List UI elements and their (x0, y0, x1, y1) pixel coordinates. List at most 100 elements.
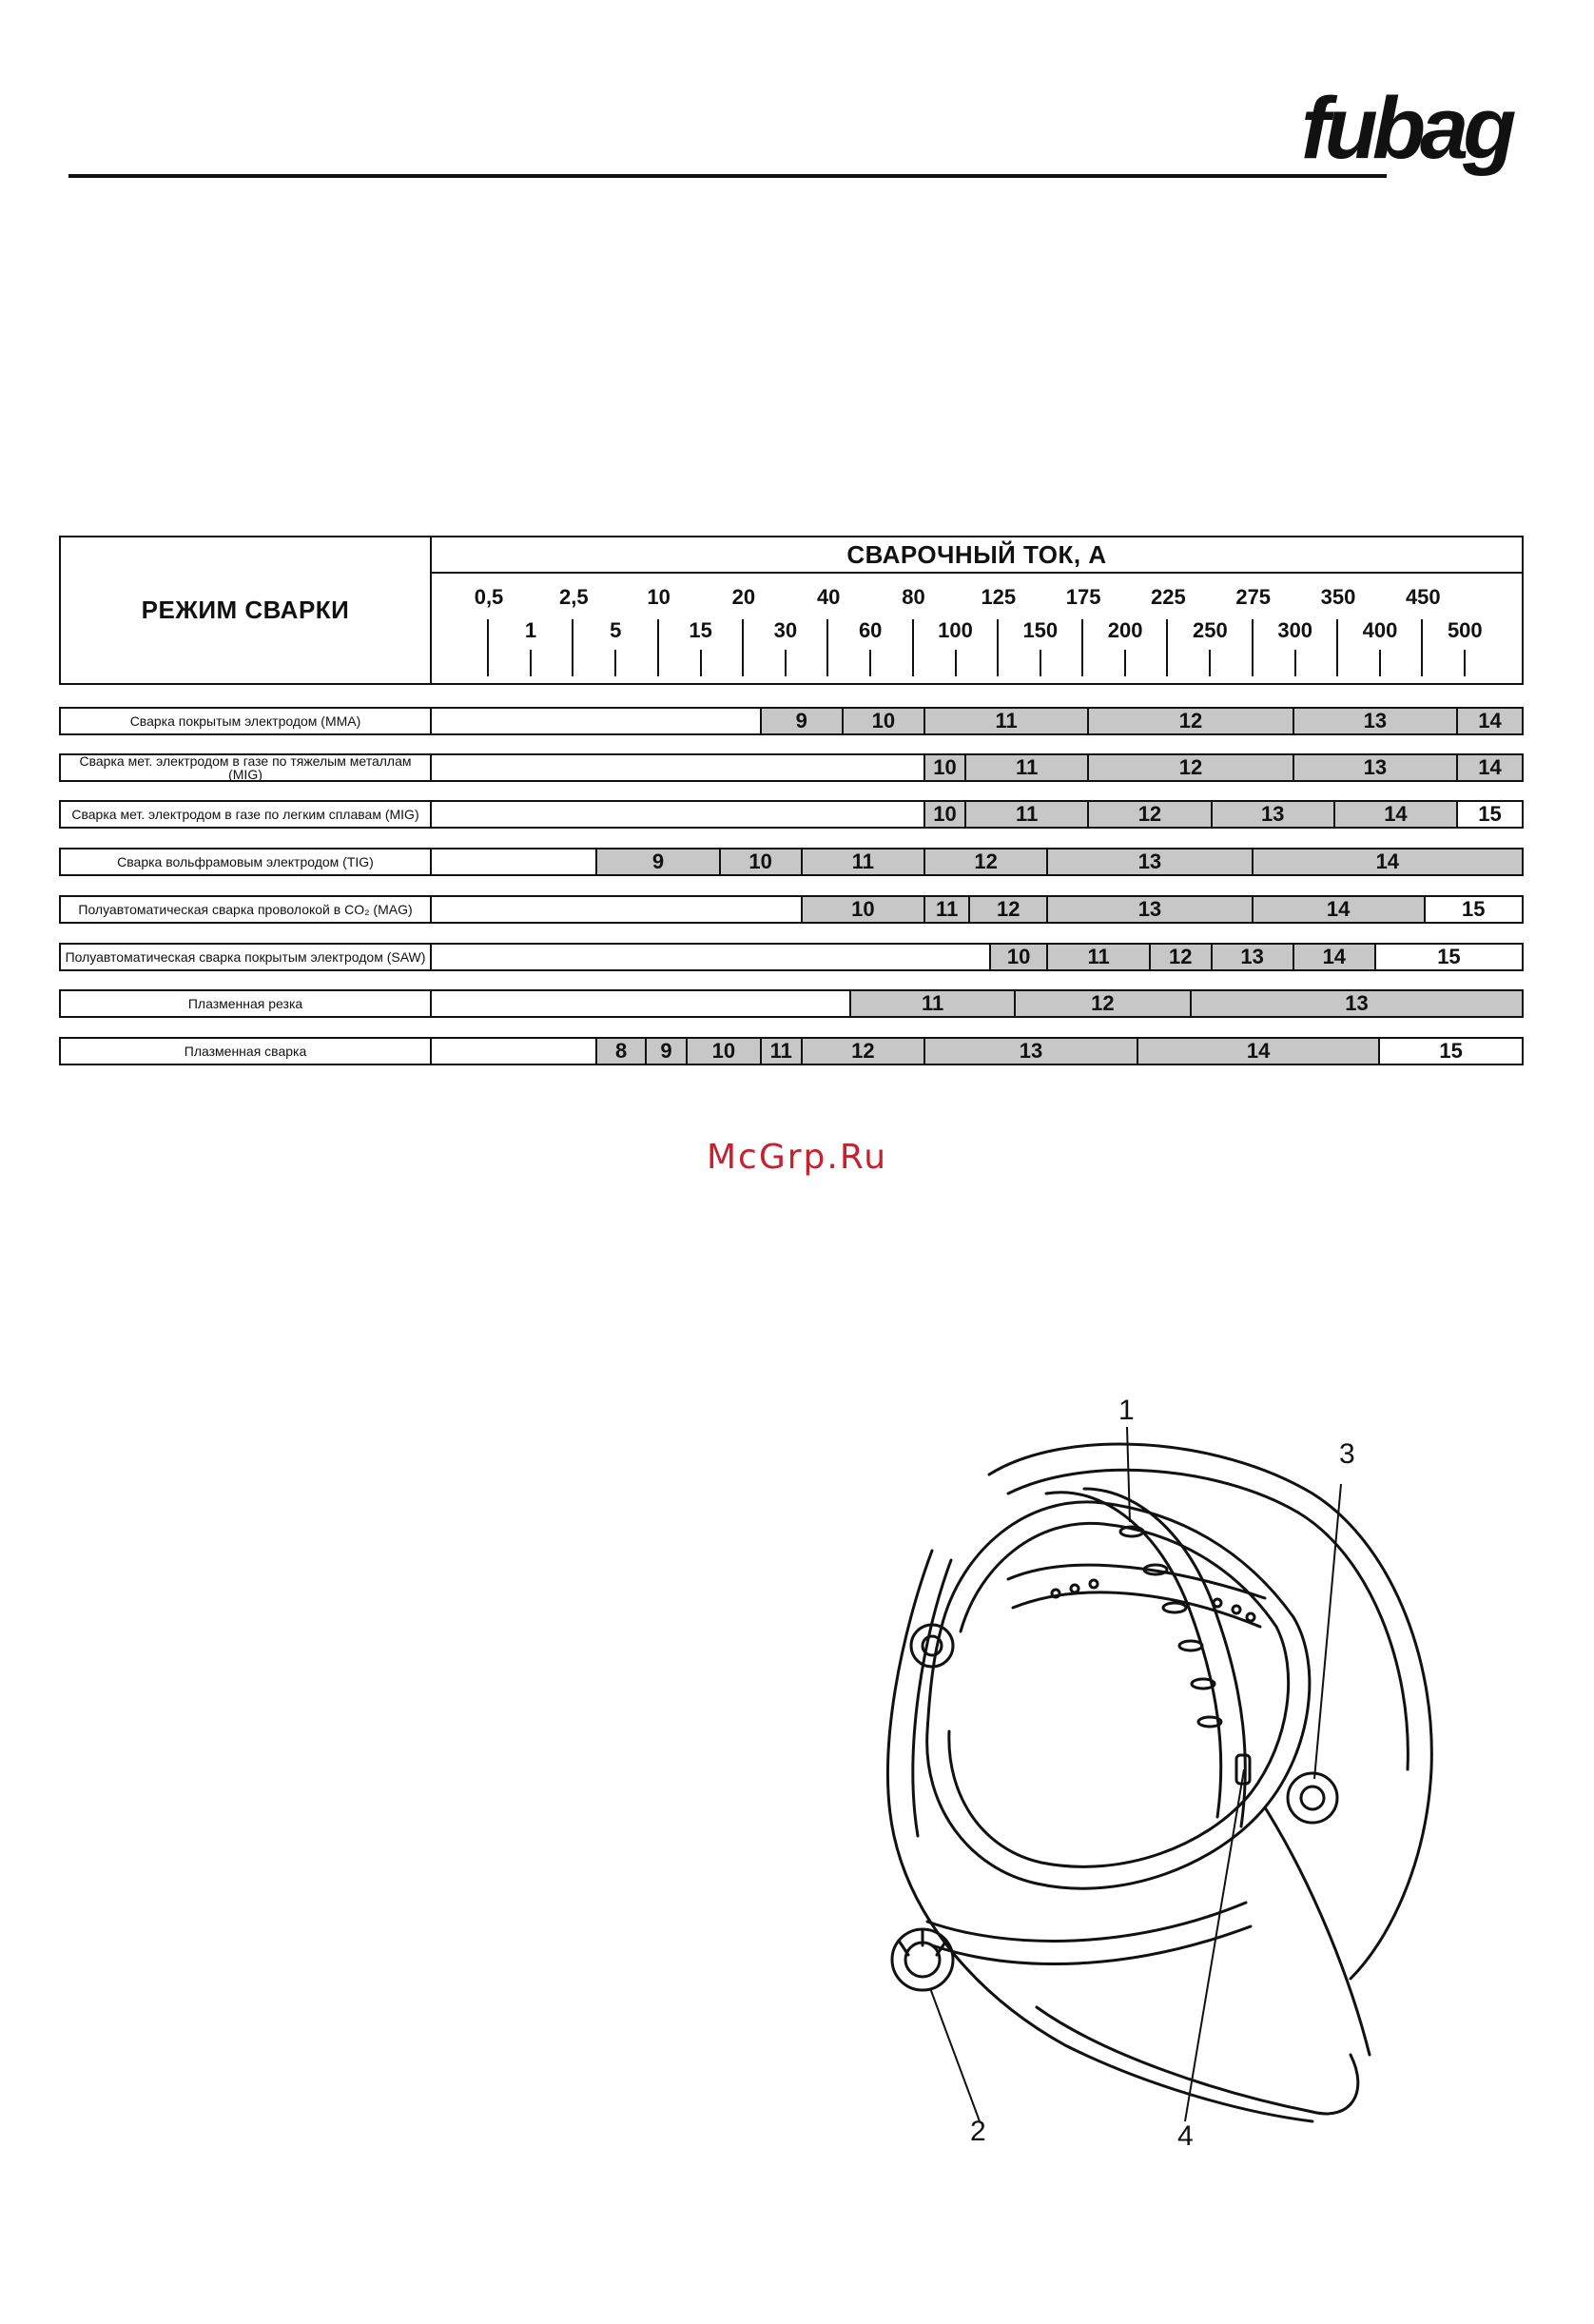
scale-top-label: 350 (1320, 585, 1356, 609)
scale-minor-tick (614, 650, 617, 676)
row-mode-label: Сварка мет. электродом в газе по легким … (59, 800, 432, 829)
shade-segment: 10 (988, 945, 1047, 969)
shade-segment: 10 (718, 850, 801, 874)
scale-top-label: 10 (647, 585, 671, 609)
scale-bottom-label: 5 (610, 618, 622, 642)
shade-segment: 13 (1210, 802, 1333, 827)
scale-minor-tick (1039, 650, 1041, 676)
scale-top-label: 40 (816, 585, 841, 609)
empty-segment (432, 991, 850, 1016)
empty-segment (432, 945, 989, 969)
current-header: СВАРОЧНЫЙ ТОК, А (432, 537, 1522, 574)
row-mode-label: Плазменная сварка (59, 1037, 432, 1065)
shade-segment: 14 (1137, 1039, 1379, 1064)
mode-header-cell: РЕЖИМ СВАРКИ (59, 536, 432, 685)
scale-bottom-label: 150 (1022, 618, 1059, 642)
scale-major-tick (656, 619, 659, 676)
scale-top-label: 0,5 (474, 585, 504, 609)
table-row: Полуавтоматическая сварка проволокой в C… (59, 895, 1524, 924)
shade-segment: 13 (1046, 850, 1252, 874)
scale-minor-tick (1124, 650, 1127, 676)
shade-segment: 12 (968, 897, 1047, 922)
scale-major-tick (1251, 619, 1254, 676)
shade-segment: 11 (964, 755, 1088, 780)
scale-major-tick (1336, 619, 1338, 676)
shade-segment: 14 (1456, 709, 1522, 733)
scale-bottom-label: 30 (773, 618, 798, 642)
shade-segment: 13 (923, 1039, 1137, 1064)
scale-bottom-label: 100 (938, 618, 973, 642)
scale-bottom-label: 60 (858, 618, 883, 642)
fubag-logo: fubag (1301, 80, 1521, 177)
shade-segment: 13 (1210, 945, 1293, 969)
scale-top-label: 20 (731, 585, 756, 609)
shade-segment: 12 (800, 1039, 923, 1064)
scale-minor-tick (699, 650, 702, 676)
row-mode-label: Сварка мет. электродом в газе по тяжелым… (59, 753, 432, 782)
shade-segment: 9 (645, 1039, 687, 1064)
shade-segment: 11 (759, 1039, 801, 1064)
shade-segment: 10 (800, 897, 923, 922)
shade-segment: 12 (1087, 709, 1293, 733)
scale-top-label: 275 (1235, 585, 1272, 609)
empty-segment (432, 755, 923, 780)
mode-header: РЕЖИМ СВАРКИ (141, 596, 350, 624)
shade-segment: 9 (759, 709, 842, 733)
rear-adjust-knob (890, 1927, 955, 1992)
scale-major-tick (1081, 619, 1084, 676)
table-row: Полуавтоматическая сварка покрытым элект… (59, 943, 1524, 971)
empty-segment (432, 897, 801, 922)
callout-1: 1 (1118, 1395, 1135, 1426)
scale-minor-tick (1464, 650, 1467, 676)
scale-minor-tick (530, 650, 532, 676)
scale-minor-tick (954, 650, 957, 676)
shade-segment: 14 (1251, 897, 1424, 922)
scale-bottom-label: 300 (1277, 618, 1313, 642)
scale-minor-tick (1293, 650, 1296, 676)
shade-segment: 9 (595, 850, 719, 874)
shade-segment: 10 (923, 755, 965, 780)
scale-major-tick (572, 619, 574, 676)
shade-segment: 15 (1378, 1039, 1522, 1064)
callout-2: 2 (970, 2116, 986, 2147)
header-rule (68, 174, 1387, 178)
scale-bottom-label: 400 (1362, 618, 1398, 642)
scale-major-tick (1421, 619, 1424, 676)
empty-segment (432, 802, 923, 827)
scale-minor-tick (1209, 650, 1212, 676)
watermark: McGrp.Ru (706, 1138, 888, 1177)
scale-minor-tick (869, 650, 872, 676)
shade-segment: 12 (1087, 755, 1293, 780)
scale-bottom-label: 15 (689, 618, 712, 642)
logo-text: fubag (1301, 80, 1515, 177)
scale-minor-tick (784, 650, 787, 676)
row-mode-label: Полуавтоматическая сварка проволокой в C… (59, 895, 432, 924)
row-mode-label: Сварка покрытым электродом (MMA) (59, 707, 432, 735)
empty-segment (432, 1039, 596, 1064)
shade-segment: 12 (1013, 991, 1191, 1016)
shade-segment: 13 (1190, 991, 1522, 1016)
scale-top-label: 125 (981, 585, 1017, 609)
scale-major-tick (1166, 619, 1169, 676)
row-mode-label: Плазменная резка (59, 989, 432, 1018)
scale-top-label: 450 (1405, 585, 1441, 609)
scale-major-tick (996, 619, 999, 676)
shade-segment: 13 (1292, 755, 1457, 780)
callout-4: 4 (1177, 2120, 1194, 2150)
empty-segment (432, 850, 596, 874)
shade-segment: 12 (923, 850, 1047, 874)
side-tension-knob (1286, 1771, 1339, 1825)
shade-segment: 10 (841, 709, 923, 733)
scale-bottom-label: 200 (1107, 618, 1143, 642)
shade-segment: 10 (923, 802, 965, 827)
